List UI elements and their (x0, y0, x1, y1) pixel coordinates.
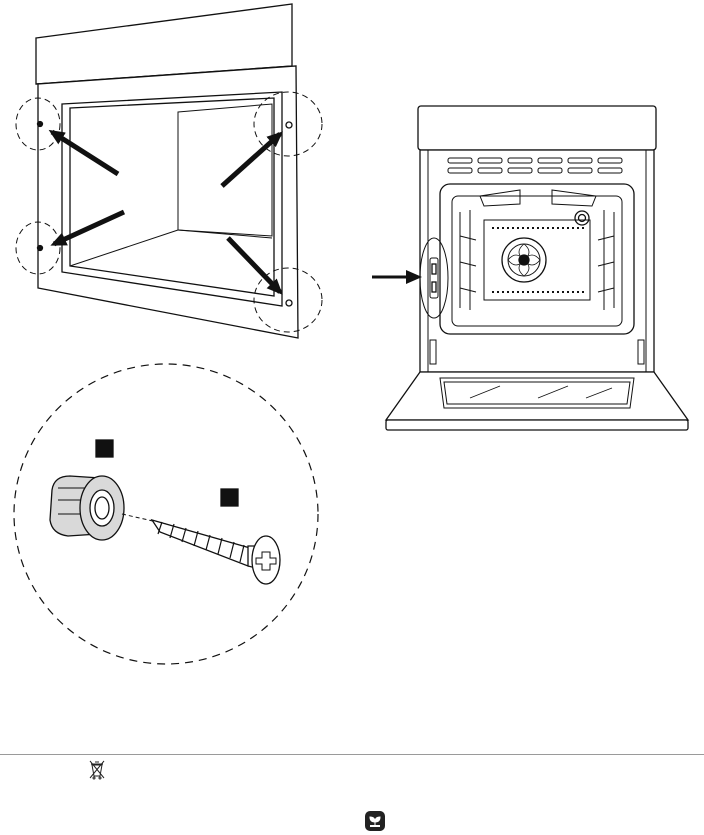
callout-marker-screw (221, 489, 238, 506)
footer-divider (0, 754, 704, 755)
anchor-screw-detail (14, 364, 318, 664)
screw-point-bottom-right (286, 300, 292, 306)
environment-leaf-icon (364, 810, 386, 832)
crossed-out-bin-icon (88, 760, 106, 780)
screw-point-bottom-left (38, 246, 43, 251)
screw-point-top-right (286, 122, 292, 128)
oven-frame-panel (16, 4, 322, 338)
screw (152, 520, 280, 584)
screw-point-top-left (38, 122, 43, 127)
wall-anchor (50, 476, 124, 540)
callout-marker-anchor (96, 440, 113, 457)
oven-front-panel (372, 106, 688, 430)
